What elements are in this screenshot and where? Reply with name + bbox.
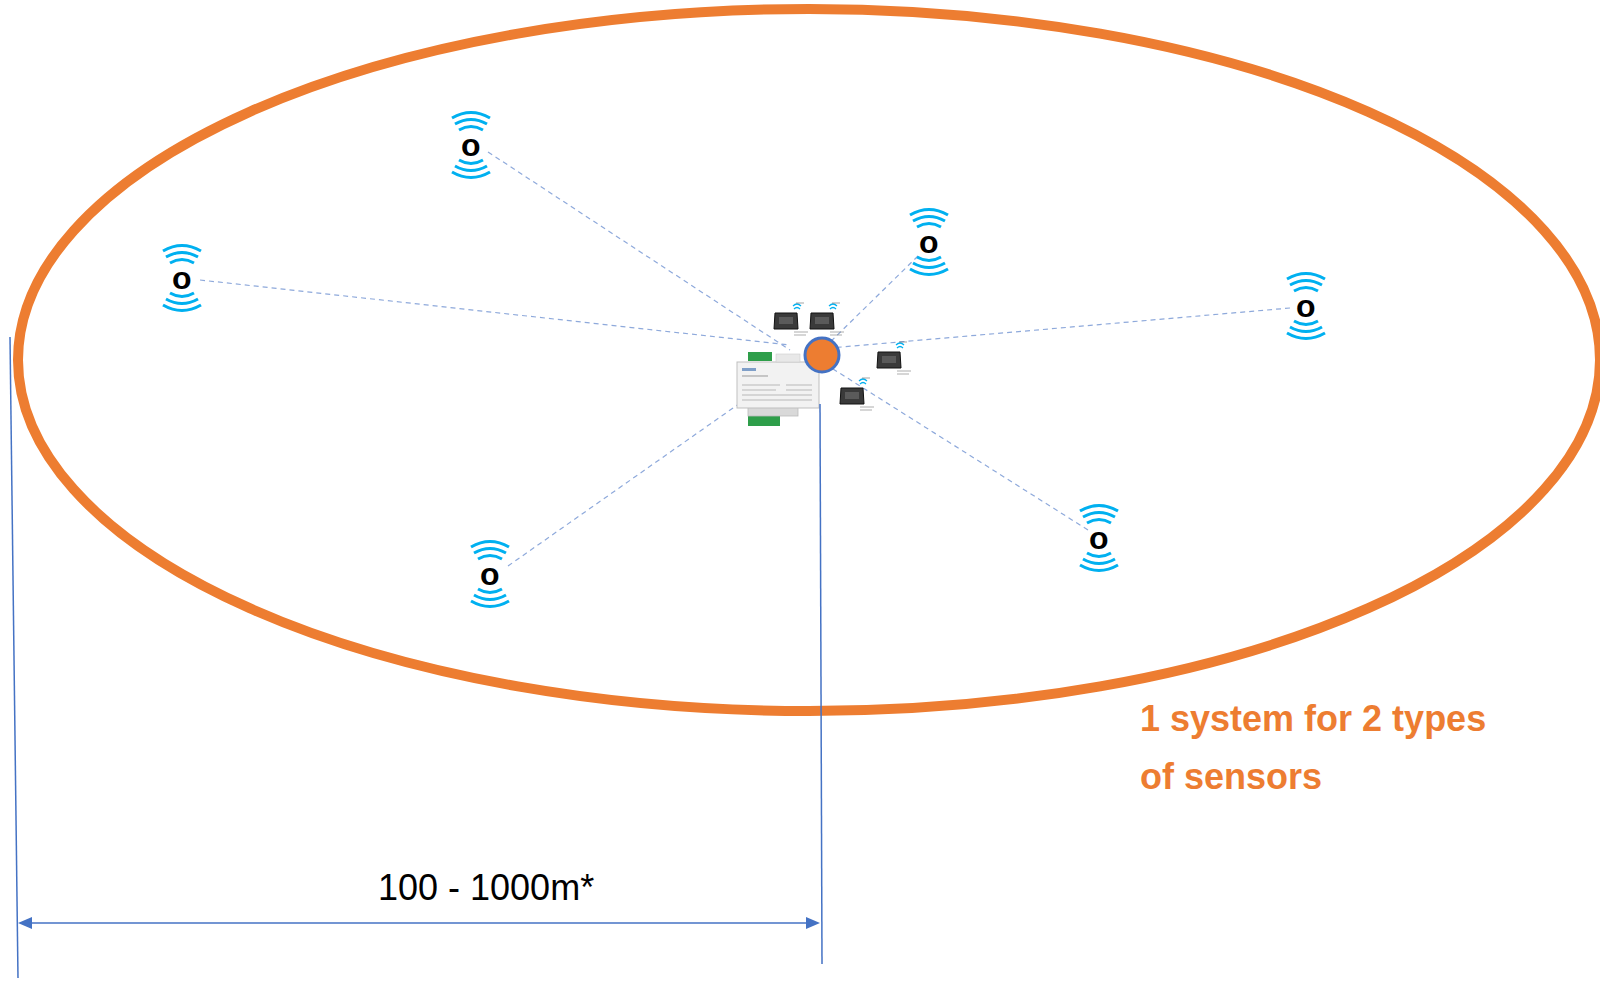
sensor-letter: o xyxy=(1089,522,1109,554)
controller-device xyxy=(737,338,839,426)
dimension-line xyxy=(10,337,822,978)
sensor-letter: o xyxy=(461,129,481,161)
sensor-letter: o xyxy=(1296,290,1316,322)
sensor-letter: o xyxy=(480,558,500,590)
wireless-sensor-waves xyxy=(163,113,1325,607)
system-note: 1 system for 2 types of sensors xyxy=(1140,690,1500,806)
sensor-letter: o xyxy=(172,262,192,294)
small-wireless-sensors xyxy=(774,303,911,410)
sensor-letter: o xyxy=(919,226,939,258)
dimension-label: 100 - 1000m* xyxy=(374,870,598,906)
system-boundary xyxy=(18,9,1600,711)
radio-links xyxy=(200,152,1290,566)
